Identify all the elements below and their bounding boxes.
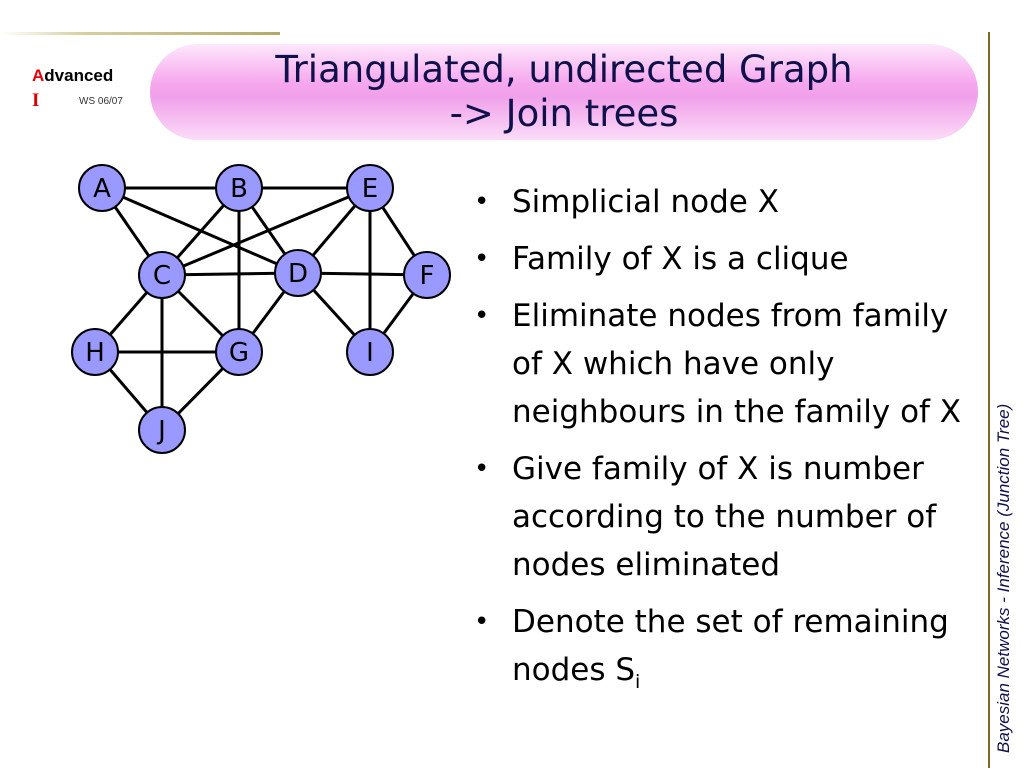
bullet-dot: • <box>474 244 490 274</box>
bullet-item: • Give family of X is number according to… <box>470 445 980 589</box>
graph-node-circle <box>138 406 186 454</box>
logo-word: Advanced <box>32 66 113 86</box>
graph-node-g: G <box>215 328 263 376</box>
graph-edge-c-e <box>161 186 371 277</box>
graph-node-circle <box>274 249 322 297</box>
course-logo: Advanced I WS 06/07 <box>32 66 142 116</box>
bullet-subscript: i <box>635 671 641 693</box>
graph-node-circle <box>215 164 263 212</box>
graph-node-label: B <box>230 174 248 204</box>
slide-title-line-2: -> Join trees <box>449 92 679 135</box>
side-footer-text: Bayesian Networks - Inference (Junction … <box>994 403 1013 753</box>
graph-node-circle <box>215 328 263 376</box>
right-border-line <box>988 32 990 768</box>
graph-nodes: A B E C D F H G I J <box>71 164 451 454</box>
graph-node-circle <box>346 328 394 376</box>
graph-node-h: H <box>71 328 119 376</box>
bullet-text: Give family of X is number according to … <box>512 451 937 583</box>
semester-label: WS 06/07 <box>79 96 123 107</box>
bullet-dot: • <box>474 454 490 484</box>
graph-node-label: I <box>366 338 374 368</box>
graph-node-label: E <box>362 174 378 204</box>
bullet-dot: • <box>474 301 490 331</box>
graph-node-f: F <box>403 251 451 299</box>
bullet-item: • Simplicial node X <box>470 178 980 226</box>
graph-node-e: E <box>346 164 394 212</box>
graph-node-label: J <box>156 416 166 446</box>
graph-node-circle <box>71 328 119 376</box>
bullet-item: • Denote the set of remaining nodes Si <box>470 598 980 706</box>
slide-title-banner: Triangulated, undirected Graph -> Join t… <box>150 44 978 140</box>
graph-node-label: H <box>85 338 105 368</box>
bullet-dot: • <box>474 187 490 217</box>
graph-node-c: C <box>138 251 186 299</box>
graph-node-circle <box>403 251 451 299</box>
graph-node-label: D <box>288 259 308 289</box>
graph-node-label: G <box>229 338 249 368</box>
graph-node-label: A <box>93 174 111 204</box>
bullet-text: Eliminate nodes from family of X which h… <box>512 298 962 430</box>
graph-node-circle <box>346 164 394 212</box>
graph-node-i: I <box>346 328 394 376</box>
bullet-text: Simplicial node X <box>512 184 779 220</box>
graph-node-b: B <box>215 164 263 212</box>
graph-node-circle <box>78 164 126 212</box>
top-decorative-rule <box>0 32 280 35</box>
graph-node-label: C <box>153 261 171 291</box>
logo-initial: A <box>32 66 45 85</box>
logo-second-line: I <box>32 90 40 111</box>
slide-title-line-1: Triangulated, undirected Graph <box>275 48 853 91</box>
bullet-item: • Eliminate nodes from family of X which … <box>470 292 980 436</box>
bullet-item: • Family of X is a clique <box>470 235 980 283</box>
graph-node-circle <box>138 251 186 299</box>
graph-edges <box>93 186 429 432</box>
logo-word-rest: dvanced <box>44 66 114 85</box>
graph-node-a: A <box>78 164 126 212</box>
bullet-text: Family of X is a clique <box>512 241 849 277</box>
bullet-list: • Simplicial node X • Family of X is a cli… <box>470 178 980 715</box>
triangulated-graph-diagram: A B E C D F H G I J <box>71 164 451 454</box>
graph-node-d: D <box>274 249 322 297</box>
bullet-dot: • <box>474 607 490 637</box>
graph-node-label: F <box>420 261 435 291</box>
graph-node-j: J <box>138 406 186 454</box>
bullet-text: Denote the set of remaining nodes S <box>512 604 949 688</box>
